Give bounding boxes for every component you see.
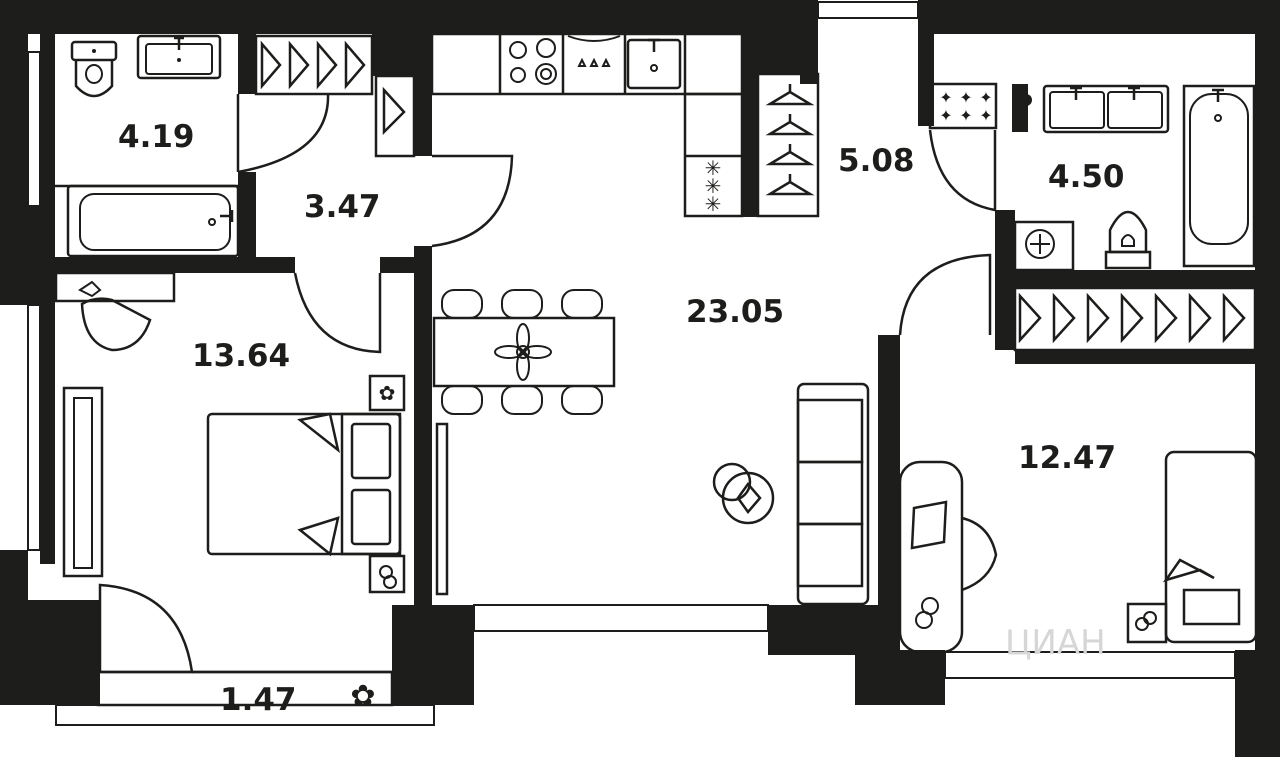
room-area-kitchen-living: 23.05: [686, 294, 784, 330]
balcony-fixtures: ✿: [96, 670, 394, 714]
washing-machine-icon: [1013, 220, 1075, 272]
room-area-bathroom-2: 4.50: [1048, 159, 1125, 195]
bathroom-1-fixtures: [55, 34, 330, 258]
svg-text:✳: ✳: [705, 174, 722, 198]
sink-icon: [136, 34, 222, 80]
svg-text:✦: ✦: [979, 88, 992, 107]
svg-text:✦: ✦: [959, 88, 972, 107]
svg-text:✿: ✿: [379, 381, 396, 405]
hall-fixtures: [254, 34, 514, 354]
kitchen-fixtures: ✳ ✳ ✳: [430, 32, 744, 218]
svg-text:✳: ✳: [705, 192, 722, 216]
bedroom-1-fixtures: ✿: [54, 271, 406, 674]
bedroom-2-fixtures: [898, 253, 1258, 654]
svg-text:✦: ✦: [979, 106, 992, 125]
hanger-icons: [765, 84, 815, 196]
flower-icon: [494, 323, 552, 381]
bed-icon: [1162, 450, 1258, 644]
bathtub-icon: [66, 184, 240, 258]
dishwasher-icon: [567, 35, 621, 67]
svg-text:✦: ✦: [939, 88, 952, 107]
hanger-icons: [1018, 292, 1246, 344]
room-area-wardrobe: 5.08: [838, 143, 915, 179]
svg-text:✳: ✳: [705, 156, 722, 180]
room-area-bedroom-1: 13.64: [192, 338, 290, 374]
room-area-bedroom-2: 12.47: [1018, 440, 1116, 476]
room-area-bathroom-1: 4.19: [118, 119, 195, 155]
flower-icon: ✿: [350, 679, 375, 714]
toilet-icon: [70, 40, 118, 98]
double-sink-icon: [1042, 84, 1170, 134]
coffee-table-icon: [712, 462, 775, 525]
kitchen-sink-icon: [626, 38, 682, 90]
nightstand-icon: ✿: [368, 374, 406, 594]
toilet-icon: [1104, 210, 1152, 270]
watermark: ЦИАН: [1005, 623, 1106, 663]
bathroom-2-fixtures: ✦ ✦ ✦ ✦ ✦ ✦: [928, 82, 1256, 272]
wardrobe-fixtures: [756, 72, 997, 218]
windows: [27, 1, 1236, 726]
desk-icon: [898, 460, 998, 654]
living-fixtures: [435, 382, 870, 606]
svg-text:✦: ✦: [959, 106, 972, 125]
nightstand-icon: [1126, 602, 1168, 644]
bathtub-icon: [1182, 84, 1256, 268]
dining-table-icon: [432, 289, 616, 415]
bed-icon: [206, 412, 402, 557]
room-area-balcony: 1.47: [220, 682, 297, 718]
room-labels: 4.19 3.47 23.05 5.08 4.50 13.64 12.47 1.…: [118, 119, 1125, 718]
sofa-icon: [796, 382, 870, 606]
stove-icon: [509, 38, 557, 85]
svg-text:✦: ✦: [939, 106, 952, 125]
room-area-hall: 3.47: [304, 189, 381, 225]
hanger-icons: [260, 40, 366, 90]
